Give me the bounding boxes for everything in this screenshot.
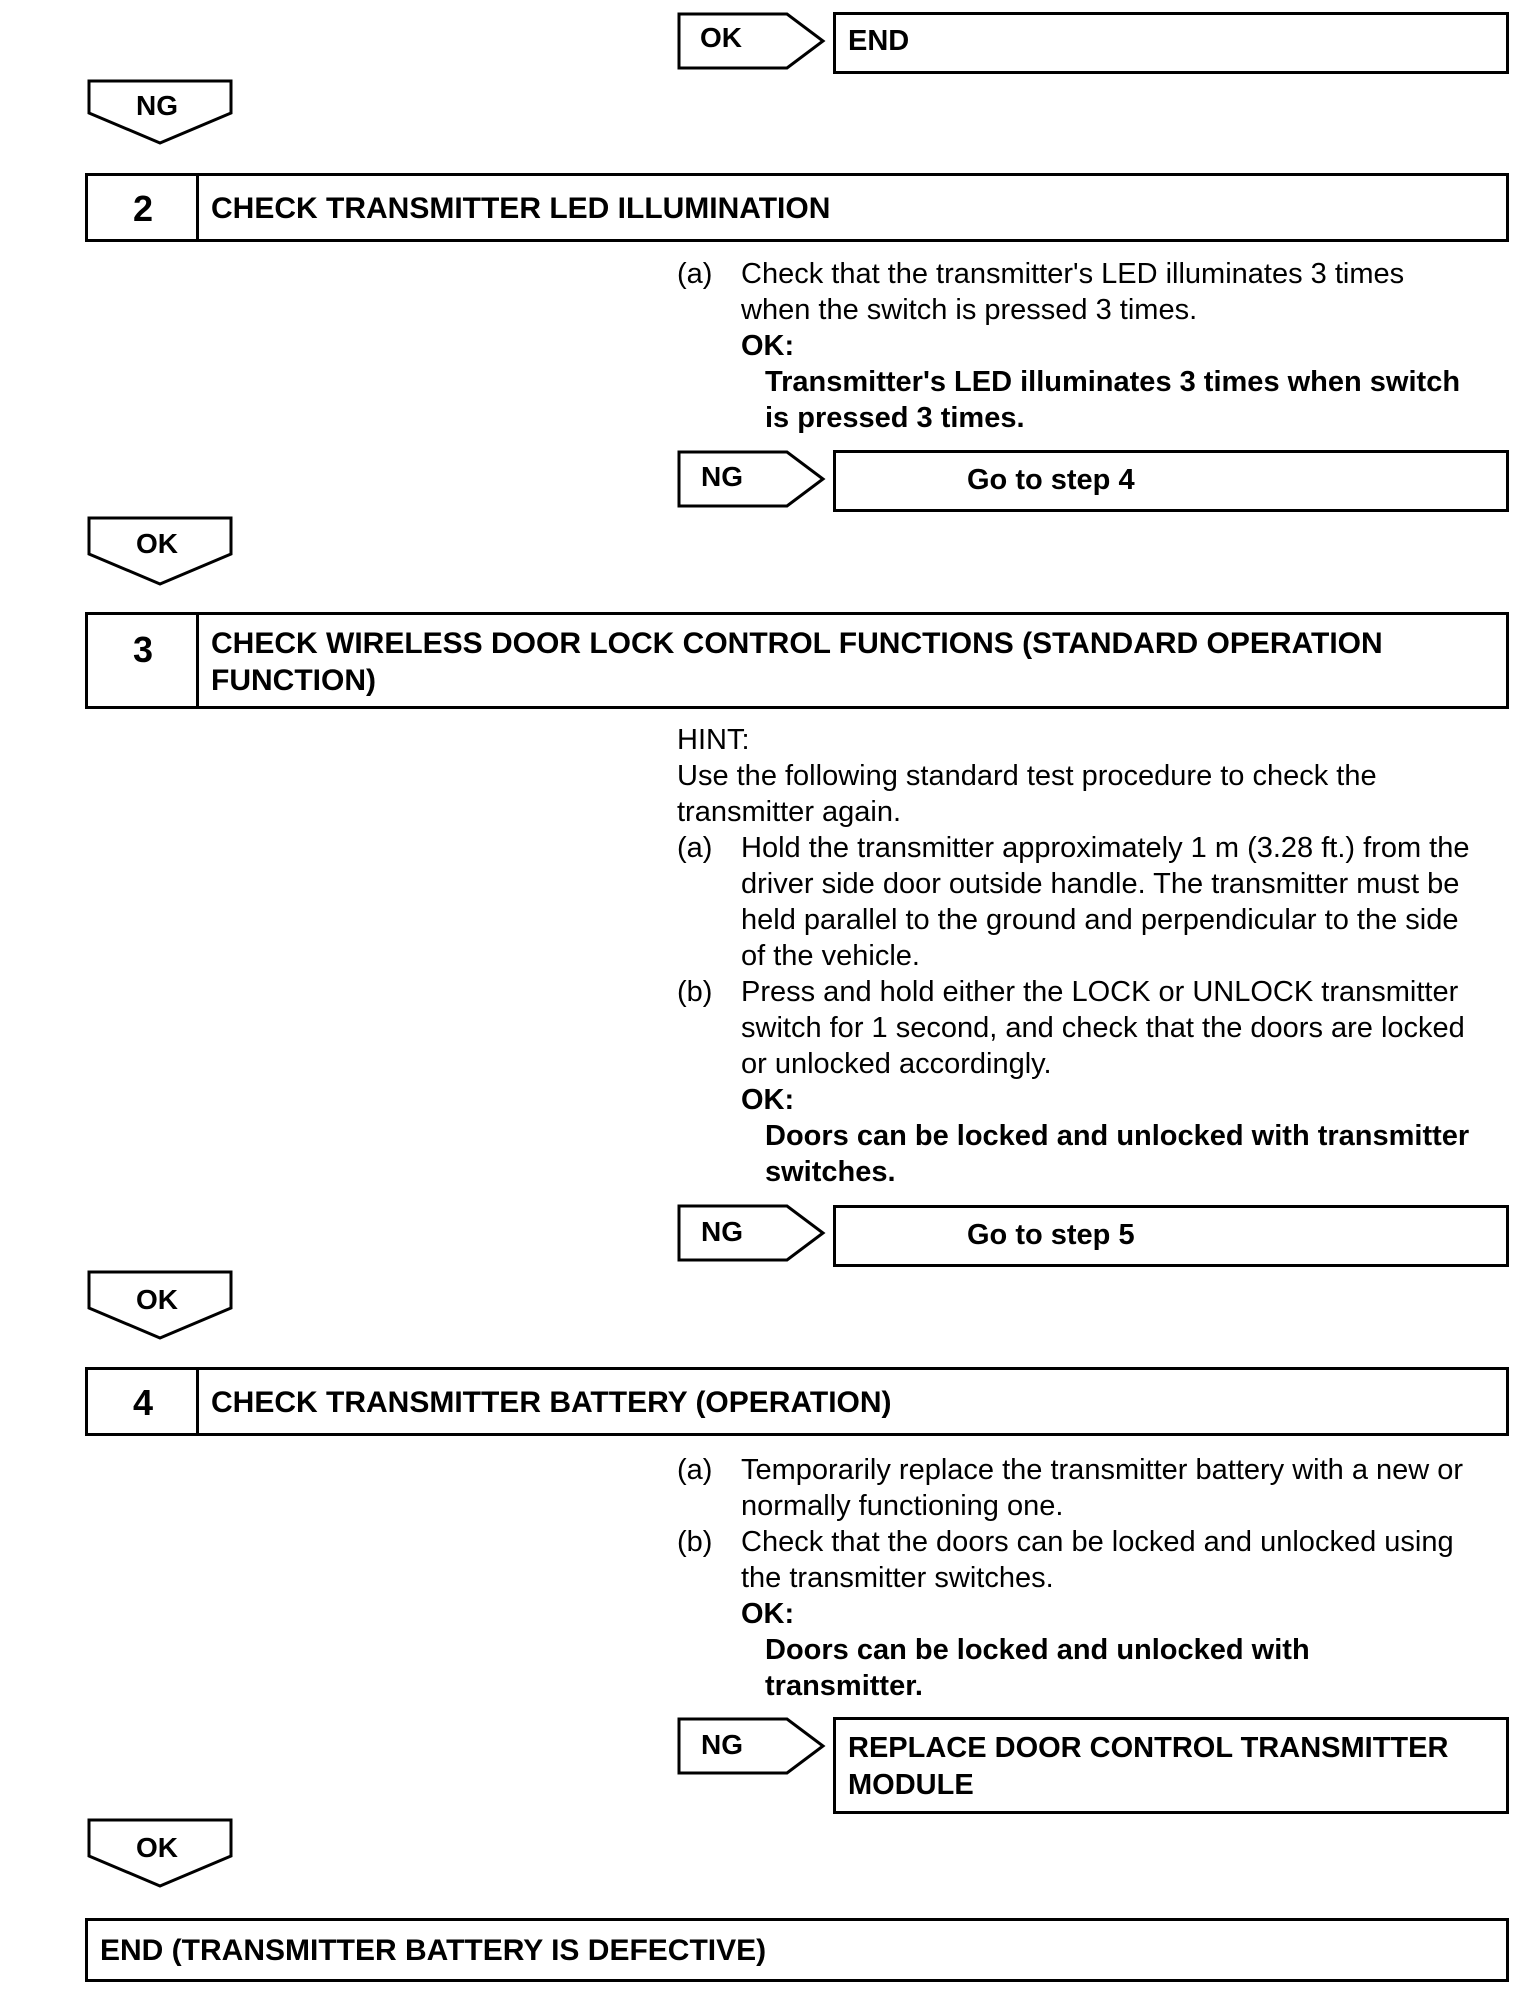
ok-right-arrow-shape (677, 12, 826, 70)
step-3-ok-line2: switches. (765, 1156, 896, 1188)
step-3-ok-line1: Doors can be locked and unlocked with tr… (765, 1120, 1470, 1152)
step-3-ok-heading: OK: (741, 1084, 795, 1116)
step-4-item-b-line1: Check that the doors can be locked and u… (741, 1526, 1454, 1558)
step-3-item-a-line1: Hold the transmitter approximately 1 m (… (741, 832, 1470, 864)
step-3-header: 3 CHECK WIRELESS DOOR LOCK CONTROL FUNCT… (85, 612, 1509, 709)
ng-down-arrow-label: NG (136, 90, 178, 121)
step-4-item-a-label: (a) (677, 1454, 713, 1486)
step-2-divider (196, 176, 199, 239)
step-2-ng-result-text: Go to step 4 (967, 464, 1135, 496)
step-2-ng-arrow-label: NG (701, 461, 743, 492)
step-3-number: 3 (132, 629, 154, 670)
ng-down-arrow-shape (87, 79, 233, 145)
step-3-item-b-line1: Press and hold either the LOCK or UNLOCK… (741, 976, 1459, 1008)
step-4-ok-heading: OK: (741, 1598, 795, 1630)
step-2-number: 2 (132, 188, 154, 229)
step-2-item-a-label: (a) (677, 258, 713, 290)
step-3-ng-result-text: Go to step 5 (967, 1219, 1135, 1251)
step-2-ok-heading: OK: (741, 330, 795, 362)
step-3-item-a-label: (a) (677, 832, 713, 864)
step-3-title-line2: FUNCTION) (211, 664, 376, 697)
step-3-ng-right-arrow-shape (677, 1204, 826, 1262)
step-3-title-line1: CHECK WIRELESS DOOR LOCK CONTROL FUNCTIO… (211, 627, 1383, 660)
step-4-ng-result-box: REPLACE DOOR CONTROL TRANSMITTER MODULE (833, 1717, 1509, 1814)
step-2-ok-line2: is pressed 3 times. (765, 402, 1025, 434)
step-4-ok-down-arrow-label: OK (136, 1832, 178, 1863)
end-result-box: END (833, 12, 1509, 74)
step-4-item-b-line2: the transmitter switches. (741, 1562, 1054, 1594)
step-3-ng-result-box: Go to step 5 (833, 1205, 1509, 1267)
step-4-item-a-line1: Temporarily replace the transmitter batt… (741, 1454, 1464, 1486)
step-2-ok-line1: Transmitter's LED illuminates 3 times wh… (765, 366, 1461, 398)
step-4-ng-arrow-label: NG (701, 1729, 743, 1760)
step-3-item-b-line3: or unlocked accordingly. (741, 1048, 1052, 1080)
step-4-ok-line2: transmitter. (765, 1670, 923, 1702)
step-3-item-a-line2: driver side door outside handle. The tra… (741, 868, 1460, 900)
step-2-title: CHECK TRANSMITTER LED ILLUMINATION (211, 192, 831, 225)
step-3-item-a-line3: held parallel to the ground and perpendi… (741, 904, 1459, 936)
step-3-ok-down-arrow-shape (87, 1270, 233, 1340)
step-4-title: CHECK TRANSMITTER BATTERY (OPERATION) (211, 1386, 892, 1419)
step-3-hint-heading: HINT: (677, 724, 750, 756)
step-4-item-b-label: (b) (677, 1526, 713, 1558)
step-3-item-b-label: (b) (677, 976, 713, 1008)
step-4-ng-right-arrow-shape (677, 1717, 826, 1775)
step-3-divider (196, 615, 199, 706)
step-3-hint-line2: transmitter again. (677, 796, 902, 828)
step-3-item-a-line4: of the vehicle. (741, 940, 920, 972)
step-4-header: 4 CHECK TRANSMITTER BATTERY (OPERATION) (85, 1367, 1509, 1436)
step-2-header: 2 CHECK TRANSMITTER LED ILLUMINATION (85, 173, 1509, 242)
step-2-item-a-line2: when the switch is pressed 3 times. (741, 294, 1198, 326)
final-result-box: END (TRANSMITTER BATTERY IS DEFECTIVE) (85, 1918, 1509, 1982)
step-3-item-b-line2: switch for 1 second, and check that the … (741, 1012, 1465, 1044)
step-4-number: 4 (132, 1382, 154, 1423)
step-3-hint-line1: Use the following standard test procedur… (677, 760, 1377, 792)
step-4-divider (196, 1370, 199, 1433)
step-4-ng-result-line1: REPLACE DOOR CONTROL TRANSMITTER (848, 1732, 1449, 1764)
final-result-text: END (TRANSMITTER BATTERY IS DEFECTIVE) (100, 1934, 767, 1967)
step-3-ok-down-arrow-label: OK (136, 1284, 178, 1315)
step-2-ok-down-arrow-shape (87, 516, 233, 586)
step-2-ng-right-arrow-shape (677, 450, 826, 508)
step-4-ok-down-arrow-shape (87, 1818, 233, 1888)
end-result-text: END (848, 25, 910, 57)
step-4-ok-line1: Doors can be locked and unlocked with (765, 1634, 1310, 1666)
step-2-ok-down-arrow-label: OK (136, 528, 178, 559)
step-4-ng-result-line2: MODULE (848, 1769, 974, 1801)
step-3-ng-arrow-label: NG (701, 1216, 743, 1247)
ok-arrow-label: OK (700, 22, 742, 53)
step-2-item-a-line1: Check that the transmitter's LED illumin… (741, 258, 1405, 290)
step-4-item-a-line2: normally functioning one. (741, 1490, 1064, 1522)
step-2-ng-result-box: Go to step 4 (833, 450, 1509, 512)
